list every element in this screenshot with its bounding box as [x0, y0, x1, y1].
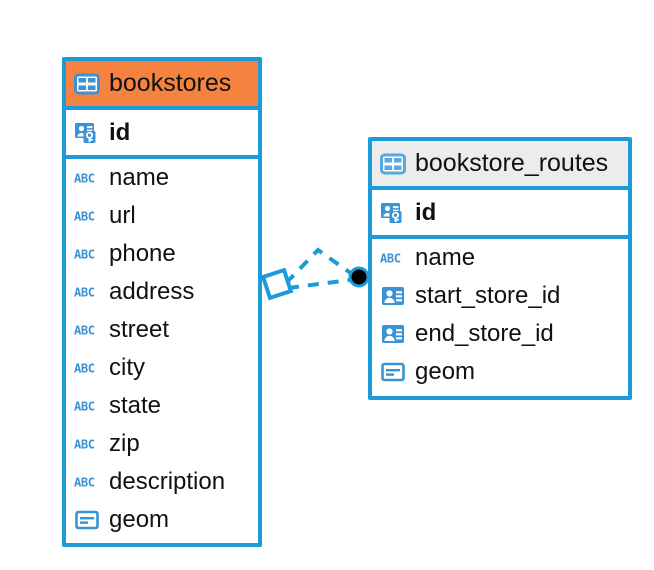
entity-title-bookstore-routes: bookstore_routes — [415, 149, 609, 177]
filled-circle-marker — [348, 266, 370, 288]
svg-text:ABC: ABC — [74, 171, 95, 185]
foreign-key-icon — [382, 325, 404, 343]
field-label-street: street — [109, 316, 170, 343]
svg-text:ABC: ABC — [74, 437, 95, 451]
field-label-id: id — [415, 198, 437, 226]
svg-text:ABC: ABC — [74, 209, 95, 223]
field-label-zip: zip — [109, 430, 140, 457]
field-row-end_store_id[interactable]: end_store_id — [372, 315, 628, 353]
svg-text:ABC: ABC — [380, 251, 401, 265]
text-type-icon: ABC — [74, 399, 95, 413]
field-label-geom: geom — [109, 506, 170, 533]
field-row-zip[interactable]: ABC zip — [66, 425, 258, 463]
entity-title-bookstores: bookstores — [109, 69, 232, 97]
svg-text:ABC: ABC — [74, 247, 95, 261]
text-type-icon: ABC — [74, 323, 95, 337]
primary-key-section-bookstores: id — [66, 106, 258, 159]
primary-key-icon — [381, 202, 402, 223]
svg-text:ABC: ABC — [74, 475, 95, 489]
text-type-icon: ABC — [380, 251, 401, 265]
table-icon — [74, 73, 100, 94]
geometry-type-icon — [75, 510, 99, 530]
primary-key-section-bookstore-routes: id — [372, 186, 628, 239]
svg-text:ABC: ABC — [74, 285, 95, 299]
field-row-url[interactable]: ABC url — [66, 197, 258, 235]
field-row-city[interactable]: ABC city — [66, 349, 258, 387]
field-label-geom: geom — [415, 358, 476, 385]
svg-text:ABC: ABC — [74, 361, 95, 375]
primary-key-icon — [75, 122, 96, 143]
diamond-marker — [260, 267, 294, 301]
field-row-description[interactable]: ABC description — [66, 463, 258, 501]
text-type-icon: ABC — [74, 285, 95, 299]
field-row-geom[interactable]: geom — [372, 353, 628, 391]
field-row-name[interactable]: ABC name — [66, 159, 258, 197]
field-row-address[interactable]: ABC address — [66, 273, 258, 311]
field-row-id[interactable]: id — [66, 110, 258, 155]
svg-text:ABC: ABC — [74, 399, 95, 413]
text-type-icon: ABC — [74, 437, 95, 451]
field-label-city: city — [109, 354, 145, 381]
text-type-icon: ABC — [74, 209, 95, 223]
field-row-start_store_id[interactable]: start_store_id — [372, 277, 628, 315]
foreign-key-icon — [382, 287, 404, 305]
relationship-line-lower — [287, 278, 351, 290]
field-row-name[interactable]: ABC name — [372, 239, 628, 277]
entity-header-bookstores[interactable]: bookstores — [66, 61, 258, 106]
field-label-address: address — [109, 278, 195, 305]
field-label-name: name — [109, 164, 170, 191]
field-row-street[interactable]: ABC street — [66, 311, 258, 349]
field-row-geom[interactable]: geom — [66, 501, 258, 539]
field-label-id: id — [109, 118, 131, 146]
table-icon — [380, 153, 406, 174]
field-label-description: description — [109, 468, 226, 495]
field-label-state: state — [109, 392, 162, 419]
field-row-state[interactable]: ABC state — [66, 387, 258, 425]
entity-header-bookstore-routes[interactable]: bookstore_routes — [372, 141, 628, 186]
field-label-end_store_id: end_store_id — [415, 320, 554, 347]
text-type-icon: ABC — [74, 361, 95, 375]
svg-text:ABC: ABC — [74, 323, 95, 337]
relationship-line-upper — [284, 247, 354, 285]
field-label-url: url — [109, 202, 136, 229]
field-row-phone[interactable]: ABC phone — [66, 235, 258, 273]
field-row-id[interactable]: id — [372, 190, 628, 235]
field-label-start_store_id: start_store_id — [415, 282, 561, 309]
field-label-phone: phone — [109, 240, 176, 267]
text-type-icon: ABC — [74, 247, 95, 261]
text-type-icon: ABC — [74, 171, 95, 185]
field-label-name: name — [415, 244, 476, 271]
geometry-type-icon — [381, 362, 405, 382]
text-type-icon: ABC — [74, 475, 95, 489]
